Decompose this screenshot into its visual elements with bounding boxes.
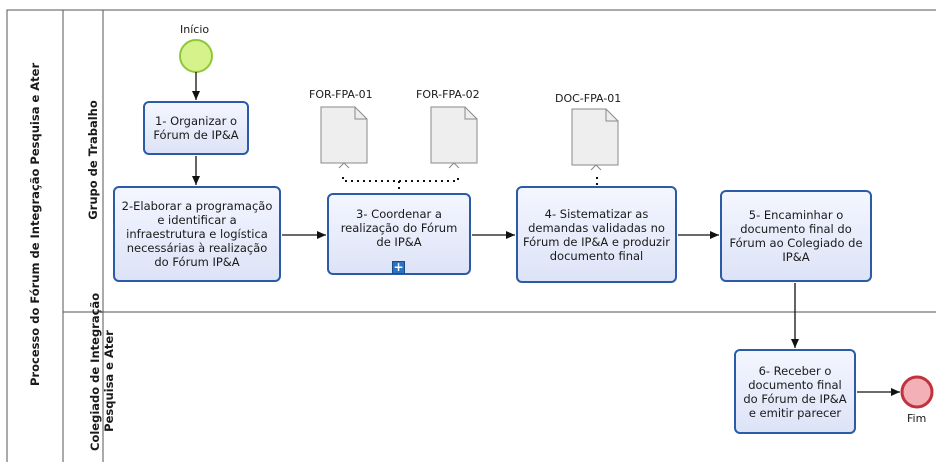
lane-label-colegiado-line1: Colegiado de Integração <box>88 292 102 451</box>
document-icon-doc-fpa-01 <box>571 108 619 171</box>
document-label-doc-fpa-01: DOC-FPA-01 <box>555 92 622 105</box>
lane-label-colegiado: Colegiado de Integração Pesquisa e Ater <box>88 292 118 451</box>
task-4[interactable]: 4- Sistematizar as demandas validadas no… <box>516 186 677 283</box>
document-icon-for-fpa-02 <box>430 106 478 169</box>
document-icon-for-fpa-01 <box>320 106 368 169</box>
association-docs-t3 <box>342 177 459 192</box>
lane-label-colegiado-line2: Pesquisa e Ater <box>102 330 116 432</box>
pool-title: Processo do Fórum de Integração Pesquisa… <box>28 62 42 386</box>
task-2[interactable]: 2-Elaborar a programação e identificar a… <box>113 186 281 282</box>
task-1[interactable]: 1- Organizar o Fórum de IP&A <box>143 101 249 155</box>
document-label-for-fpa-01: FOR-FPA-01 <box>309 88 373 101</box>
task-5[interactable]: 5- Encaminhar o documento final do Fórum… <box>720 190 872 282</box>
pool-border <box>6 9 936 462</box>
end-event-label: Fim <box>907 412 927 425</box>
lane-label-grupo-de-trabalho: Grupo de Trabalho <box>86 100 100 220</box>
document-label-for-fpa-02: FOR-FPA-02 <box>416 88 480 101</box>
start-event-label: Início <box>180 23 210 36</box>
start-event <box>179 39 213 73</box>
end-event <box>900 375 934 409</box>
subprocess-expand-icon[interactable]: + <box>392 260 405 274</box>
task-6[interactable]: 6- Receber o documento final do Fórum de… <box>734 349 856 434</box>
